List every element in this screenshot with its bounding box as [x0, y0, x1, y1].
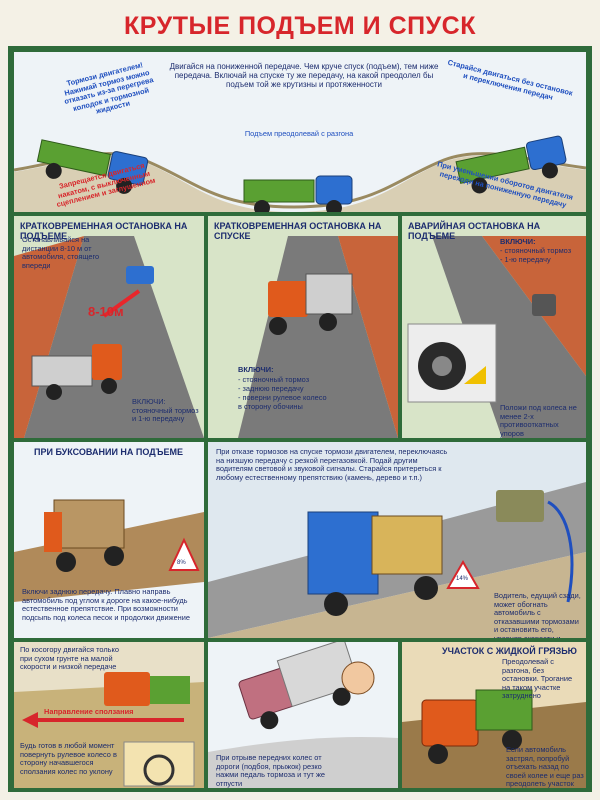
panel-title: УЧАСТОК С ЖИДКОЙ ГРЯЗЬЮ — [442, 646, 577, 656]
poster-frame: Двигайся на пониженной передаче. Чем кру… — [8, 46, 592, 792]
truck-left — [36, 139, 149, 194]
wheels-lift-text: При отрыве передних колес от дороги (под… — [216, 753, 326, 788]
panel-title: КРАТКОВРЕМЕННАЯ ОСТАНОВКА НА ПОДЪЕМЕ — [20, 221, 188, 241]
wheels-lift-illustration — [208, 642, 398, 788]
enable-item: в сторону обочины — [238, 402, 303, 411]
sign-label: 14% — [456, 576, 469, 582]
panel-stop-downhill: КРАТКОВРЕМЕННАЯ ОСТАНОВКА НА СПУСКЕ ВКЛЮ… — [208, 216, 398, 438]
enable-text: ВКЛЮЧИ: стояночный тормоз и 1-ю передачу — [132, 397, 199, 424]
truck-right — [455, 135, 567, 194]
slipping-text: Включи заднюю передачу. Плавно направь а… — [22, 587, 191, 622]
panel-mud: УЧАСТОК С ЖИДКОЙ ГРЯЗЬЮ Преодолевай с ра… — [402, 642, 586, 788]
mud-illustration — [402, 689, 586, 788]
slipping-illustration — [14, 499, 204, 602]
panel-title: КРАТКОВРЕМЕННАЯ ОСТАНОВКА НА СПУСКЕ — [214, 221, 382, 241]
sign-label: 8% — [177, 560, 186, 566]
slope-driving-illustration — [14, 672, 204, 788]
road-illustration — [407, 236, 586, 438]
mud-text: Преодолевай с разгона, без остановки. Тр… — [502, 657, 573, 701]
panel-title: ПРИ БУКСОВАНИИ НА ПОДЪЕМЕ — [34, 447, 184, 457]
panel-top: Двигайся на пониженной передаче. Чем кру… — [14, 52, 586, 212]
chocks-text: Положи под колеса не менее 2-х противоот… — [500, 403, 577, 438]
slide-direction-label: Направление сползания — [44, 707, 134, 716]
enable-item: - заднюю передачу — [238, 384, 304, 393]
enable-item: - стояночный тормоз — [500, 246, 572, 255]
panel-emergency-stop: АВАРИЙНАЯ ОСТАНОВКА НА ПОДЪЕМЕ ВКЛЮЧИ: -… — [402, 216, 586, 438]
brake-failure-illustration — [208, 482, 586, 638]
panel-brake-failure: При отказе тормозов на спуске тормози дв… — [208, 442, 586, 638]
panel-stop-uphill: КРАТКОВРЕМЕННАЯ ОСТАНОВКА НА ПОДЪЕМЕ Ост… — [14, 216, 204, 438]
enable-item: - поверни рулевое колесо — [238, 393, 327, 402]
distance-label: 8-10м — [88, 304, 124, 319]
panel-wheels-lift: При отрыве передних колес от дороги (под… — [208, 642, 398, 788]
enable-item: - стояночный тормоз — [238, 375, 310, 384]
enable-item: - 1-ю передачу — [500, 255, 551, 264]
brake-failure-text: При отказе тормозов на спуске тормози дв… — [216, 447, 448, 482]
poster-title: КРУТЫЕ ПОДЪЕМ И СПУСК — [124, 12, 476, 40]
enable-head: ВКЛЮЧИ: — [500, 237, 536, 246]
road-illustration — [238, 236, 398, 438]
top-center-text: Двигайся на пониженной передаче. Чем кру… — [169, 62, 439, 90]
panel-slipping-uphill: ПРИ БУКСОВАНИИ НА ПОДЪЕМЕ 8% Включи задн… — [14, 442, 204, 638]
slope-text: По косогору двигайся только при сухом гр… — [20, 645, 119, 672]
road-illustration — [14, 236, 204, 438]
overtake-text: Водитель, едущий сзади, может обогнать а… — [494, 591, 581, 638]
panel-title: АВАРИЙНАЯ ОСТАНОВКА НА ПОДЪЕМЕ — [408, 221, 541, 241]
stop-distance-text: Останавливайся на дистанции 8-10 м от ав… — [22, 235, 100, 270]
top-middle-text: Подъем преодолевай с разгона — [244, 129, 354, 138]
enable-head: ВКЛЮЧИ: — [238, 365, 274, 374]
panel-slope-driving: По косогору двигайся только при сухом гр… — [14, 642, 204, 788]
stuck-text: Если автомобиль застрял, попробуй отъеха… — [506, 745, 584, 788]
truck-middle — [243, 175, 353, 212]
steer-text: Будь готов в любой момент повернуть руле… — [20, 741, 117, 776]
slope-illustration — [14, 135, 586, 212]
